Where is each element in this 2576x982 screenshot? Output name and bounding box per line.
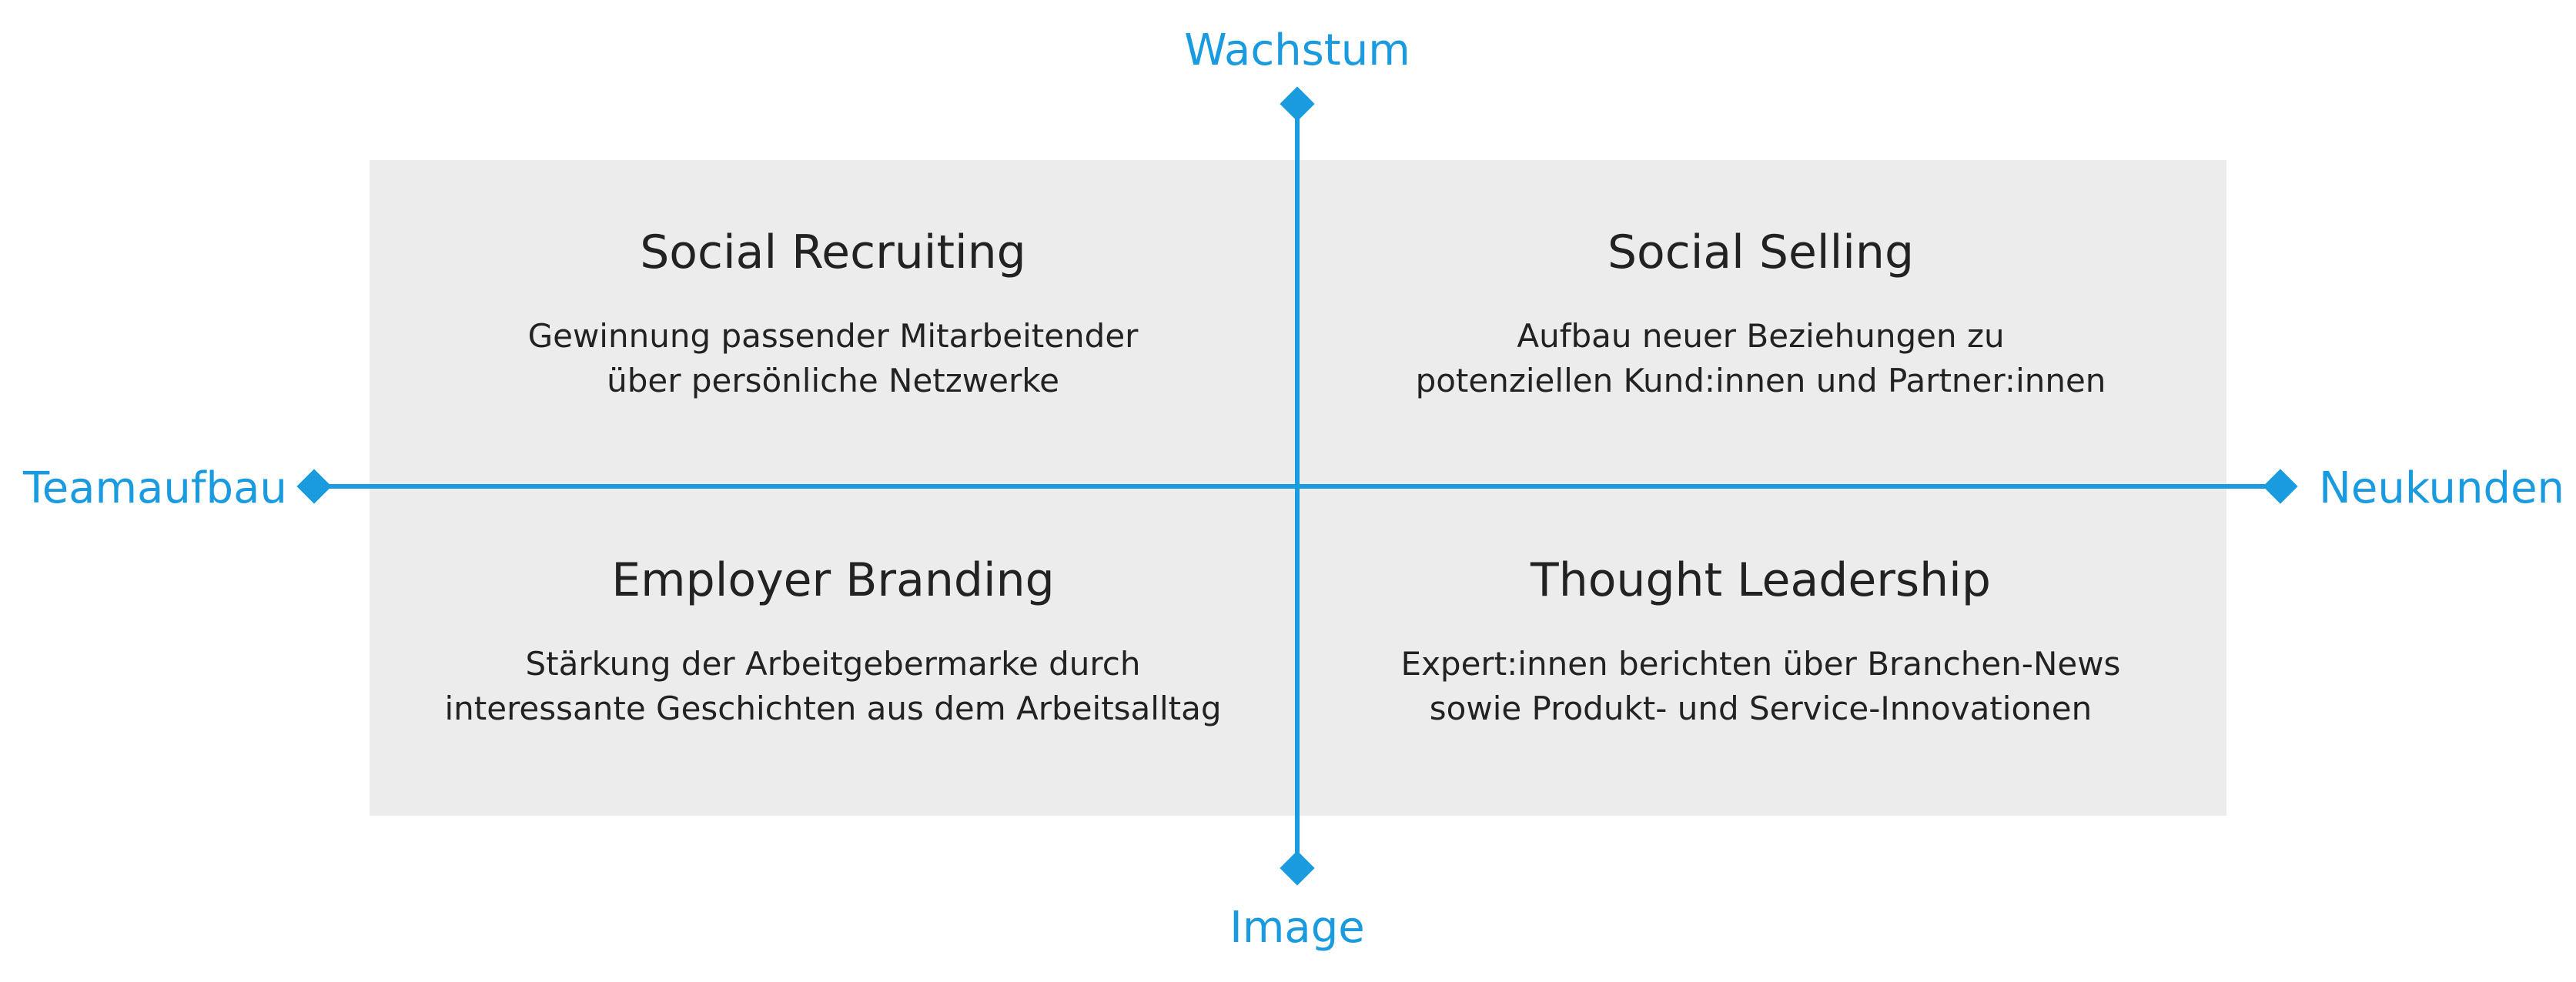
axis-label-right: Neukunden [2319, 463, 2565, 513]
quadrant-top-right: Social Selling Aufbau neuer Beziehungen … [1318, 225, 2203, 403]
quadrant-description: Expert:innen berichten über Branchen-New… [1318, 642, 2203, 731]
quadrant-description: Gewinnung passender Mitarbeitender über … [390, 314, 1276, 403]
quadrant-title: Social Recruiting [640, 225, 1026, 279]
top-diamond-marker [1280, 86, 1315, 122]
quadrant-description: Stärkung der Arbeitgebermarke durch inte… [390, 642, 1276, 731]
quadrant-description-line: Gewinnung passender Mitarbeitender [527, 317, 1139, 355]
quadrant-bottom-right: Thought Leadership Expert:innen berichte… [1318, 553, 2203, 731]
quadrant-top-left: Social Recruiting Gewinnung passender Mi… [390, 225, 1276, 403]
left-diamond-marker [296, 469, 332, 504]
right-diamond-marker [2263, 469, 2298, 504]
axis-label-left: Teamaufbau [23, 463, 287, 513]
quadrant-bottom-left: Employer Branding Stärkung der Arbeitgeb… [390, 553, 1276, 731]
quadrant-description-line: Aufbau neuer Beziehungen zu [1517, 317, 2005, 355]
axis-label-top: Wachstum [1184, 25, 1410, 75]
quadrant-description-line: über persönliche Netzwerke [607, 362, 1059, 399]
axis-label-bottom: Image [1229, 903, 1365, 953]
quadrant-description: Aufbau neuer Beziehungen zu potenziellen… [1318, 314, 2203, 403]
bottom-diamond-marker [1280, 850, 1315, 886]
quadrant-title: Social Selling [1607, 225, 1915, 279]
quadrant-description-line: Expert:innen berichten über Branchen-New… [1400, 645, 2121, 683]
quadrant-description-line: sowie Produkt- und Service-Innovationen [1429, 690, 2093, 727]
quadrant-title: Employer Branding [611, 553, 1055, 607]
quadrant-description-line: potenziellen Kund:innen und Partner:inne… [1415, 362, 2106, 399]
quadrant-title: Thought Leadership [1531, 553, 1991, 607]
quadrant-description-line: interessante Geschichten aus dem Arbeits… [444, 690, 1222, 727]
quadrant-description-line: Stärkung der Arbeitgebermarke durch [525, 645, 1141, 683]
